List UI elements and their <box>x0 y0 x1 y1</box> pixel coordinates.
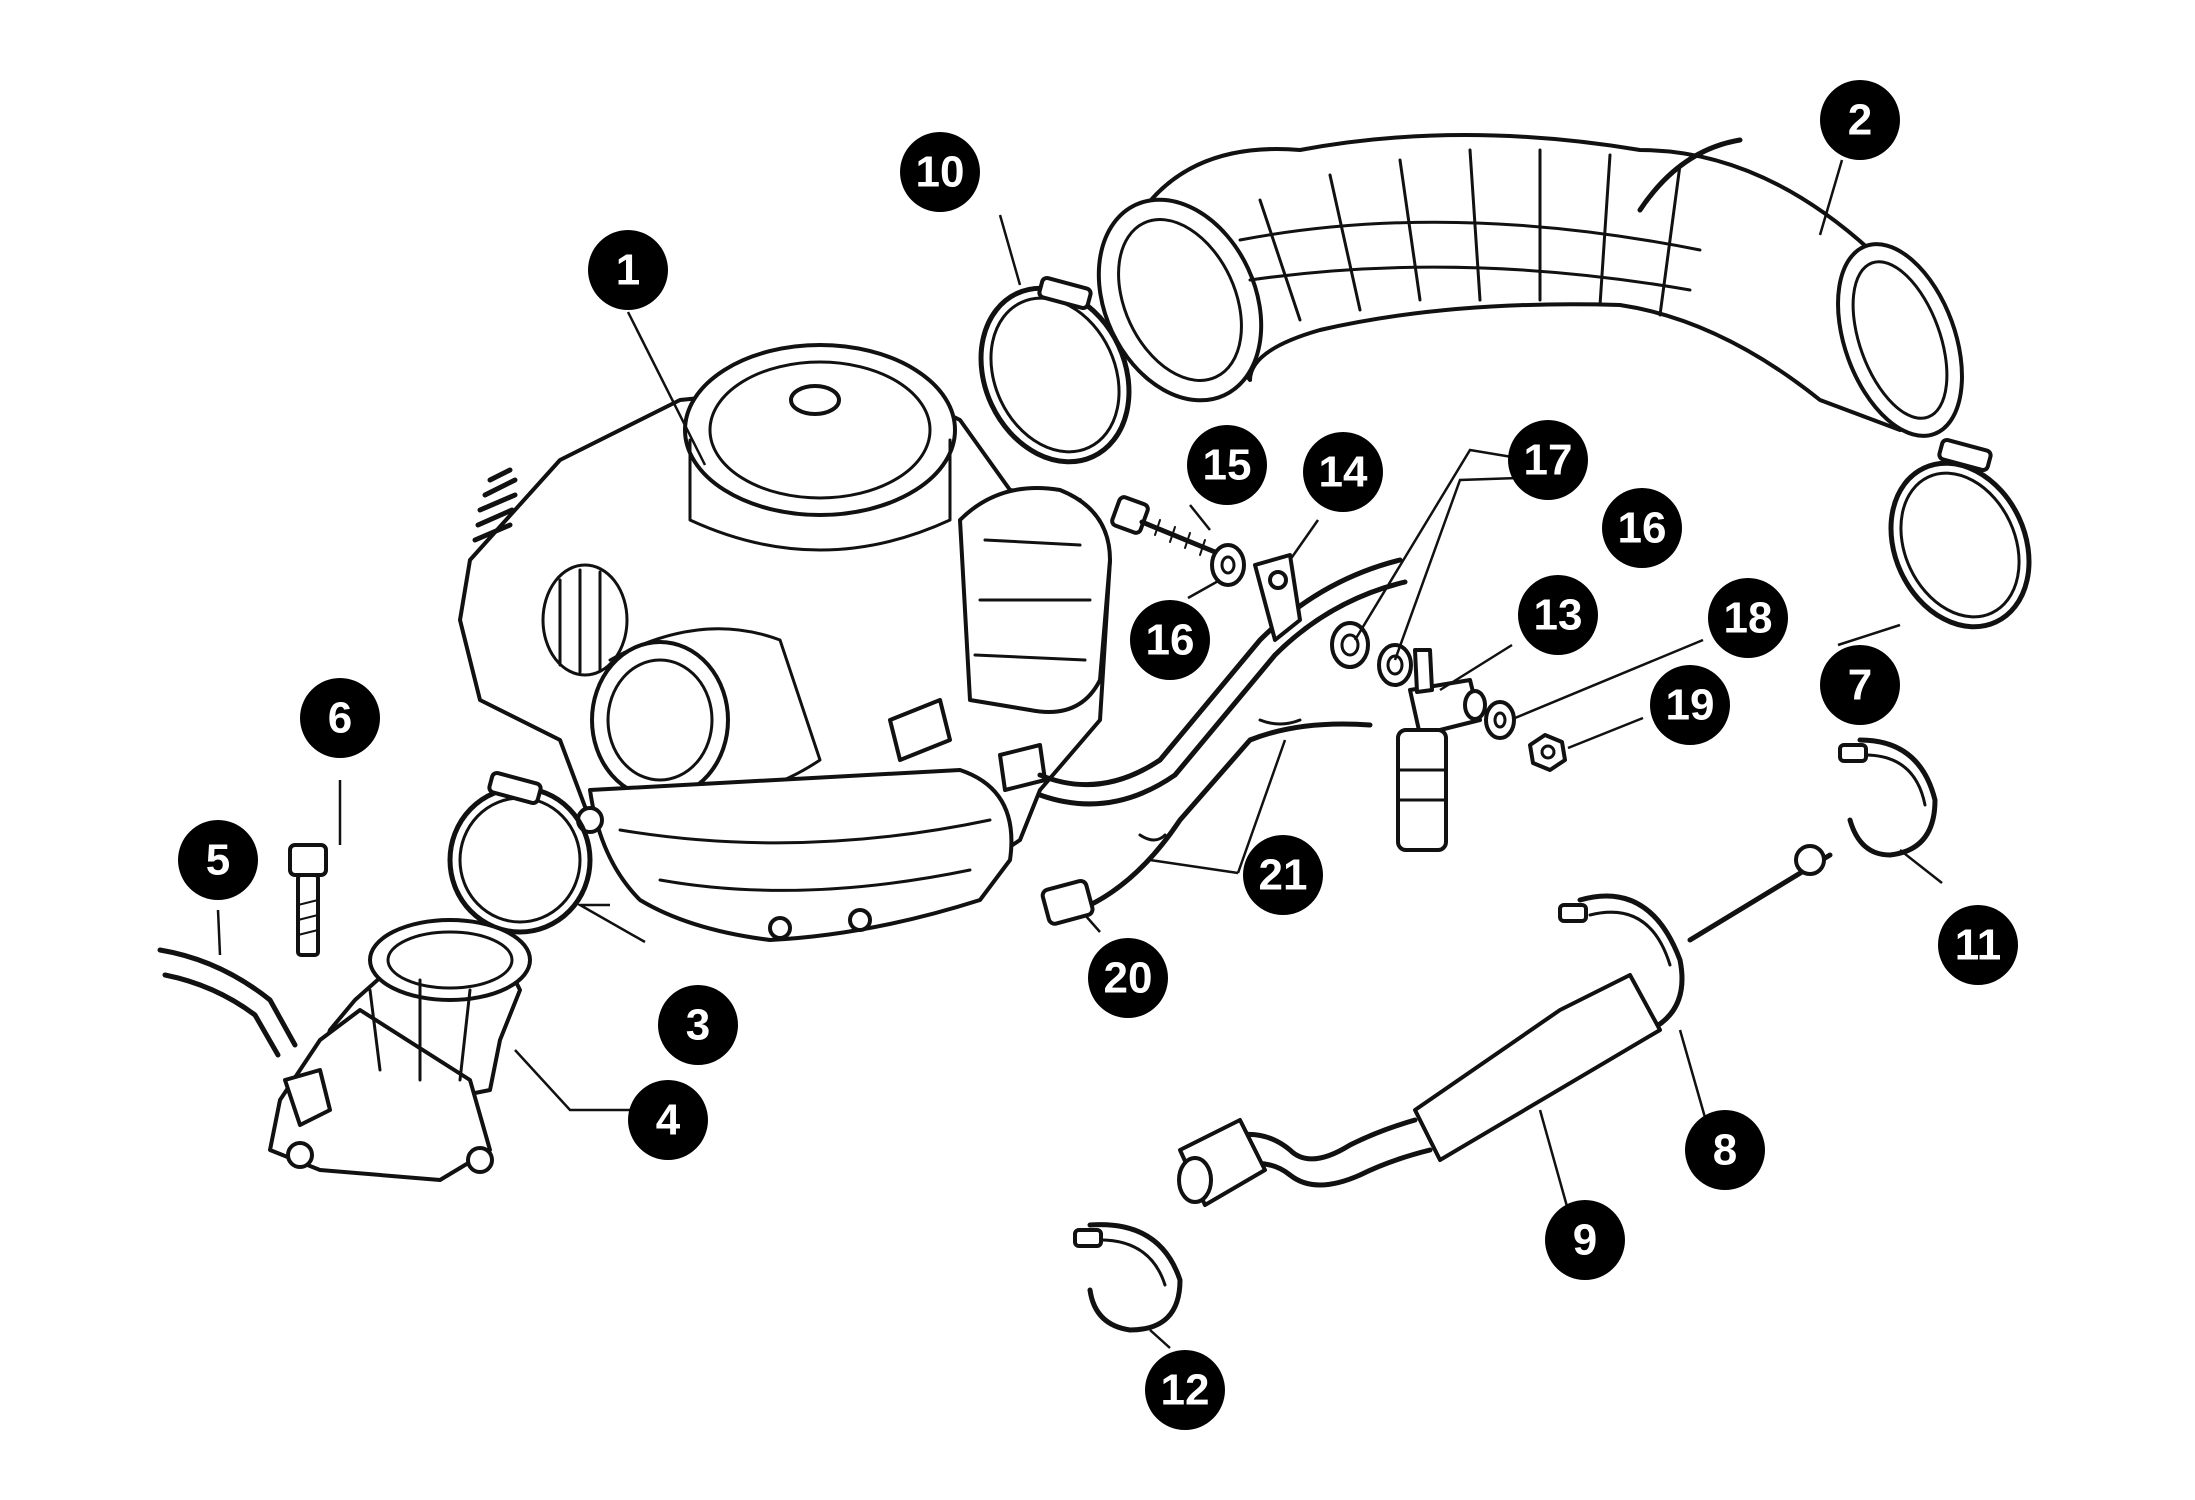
callout-10: 10 <box>900 132 980 212</box>
callout-2: 2 <box>1820 80 1900 160</box>
part-bolt-15 <box>1110 495 1218 556</box>
part-vacuum-hose <box>157 947 298 1058</box>
callout-11-label: 11 <box>1955 921 2002 970</box>
callout-20-label: 20 <box>1104 954 1153 1003</box>
callout-12-label: 12 <box>1161 1366 1210 1415</box>
callout-3-label: 3 <box>686 1001 710 1050</box>
callout-17: 17 <box>1508 420 1588 500</box>
part-wire-harness <box>1087 718 1373 908</box>
callout-4: 4 <box>628 1080 708 1160</box>
part-nut-19 <box>1528 733 1567 772</box>
part-intake-manifold <box>268 918 532 1182</box>
callout-16b: 16 <box>1602 488 1682 568</box>
part-fuel-line <box>1037 557 1408 807</box>
part-washer-18 <box>1484 700 1516 740</box>
leader-lines <box>216 159 1943 1349</box>
part-bracket <box>1253 553 1302 642</box>
callout-14-label: 14 <box>1319 448 1368 497</box>
part-washer-16b <box>1377 643 1413 687</box>
callout-21: 21 <box>1243 835 1323 915</box>
callout-19: 19 <box>1650 665 1730 745</box>
part-hose-clamp-10 <box>978 275 1132 465</box>
part-hose-clamp-11 <box>1838 737 1938 858</box>
callout-5: 5 <box>178 820 258 900</box>
callout-5-label: 5 <box>206 836 230 885</box>
callout-17-label: 17 <box>1524 436 1573 485</box>
callout-10-label: 10 <box>916 148 965 197</box>
callout-6-label: 6 <box>328 694 352 743</box>
part-air-intake-duct <box>1096 133 1964 438</box>
callout-15: 15 <box>1187 425 1267 505</box>
part-hose-clamp-3 <box>447 770 593 935</box>
callout-1-label: 1 <box>616 246 640 295</box>
part-cable-assembly <box>1177 844 1833 1207</box>
callout-19-label: 19 <box>1666 681 1715 730</box>
callout-20: 20 <box>1088 938 1168 1018</box>
callout-18: 18 <box>1708 578 1788 658</box>
part-hose-clamp-8 <box>1558 893 1685 1033</box>
part-hose-clamp-7 <box>1888 437 2032 630</box>
part-bolt-6 <box>288 843 328 957</box>
callout-1: 1 <box>588 230 668 310</box>
callout-4-label: 4 <box>656 1096 681 1145</box>
callout-16a: 16 <box>1130 600 1210 680</box>
callout-6: 6 <box>300 678 380 758</box>
callout-8: 8 <box>1685 1110 1765 1190</box>
part-washer-16a <box>1210 543 1246 587</box>
callout-7: 7 <box>1820 645 1900 725</box>
callout-7-label: 7 <box>1848 661 1872 710</box>
callout-16b-label: 16 <box>1618 504 1667 553</box>
part-valve-13 <box>1396 648 1487 852</box>
callout-3: 3 <box>658 985 738 1065</box>
callout-9: 9 <box>1545 1200 1625 1280</box>
part-hose-clamp-12 <box>1073 1222 1183 1333</box>
callout-14: 14 <box>1303 432 1383 512</box>
part-carburetor <box>458 343 1112 942</box>
callout-8-label: 8 <box>1713 1126 1737 1175</box>
callout-18-label: 18 <box>1724 594 1773 643</box>
callout-13: 13 <box>1518 575 1598 655</box>
callout-16a-label: 16 <box>1146 616 1195 665</box>
part-connector-20 <box>1040 878 1095 926</box>
callout-12: 12 <box>1145 1350 1225 1430</box>
callout-13-label: 13 <box>1534 591 1583 640</box>
callout-15-label: 15 <box>1203 441 1252 490</box>
callout-2-label: 2 <box>1848 96 1872 145</box>
callout-9-label: 9 <box>1573 1216 1597 1265</box>
callout-11: 11 <box>1938 905 2018 985</box>
callout-21-label: 21 <box>1259 851 1308 900</box>
